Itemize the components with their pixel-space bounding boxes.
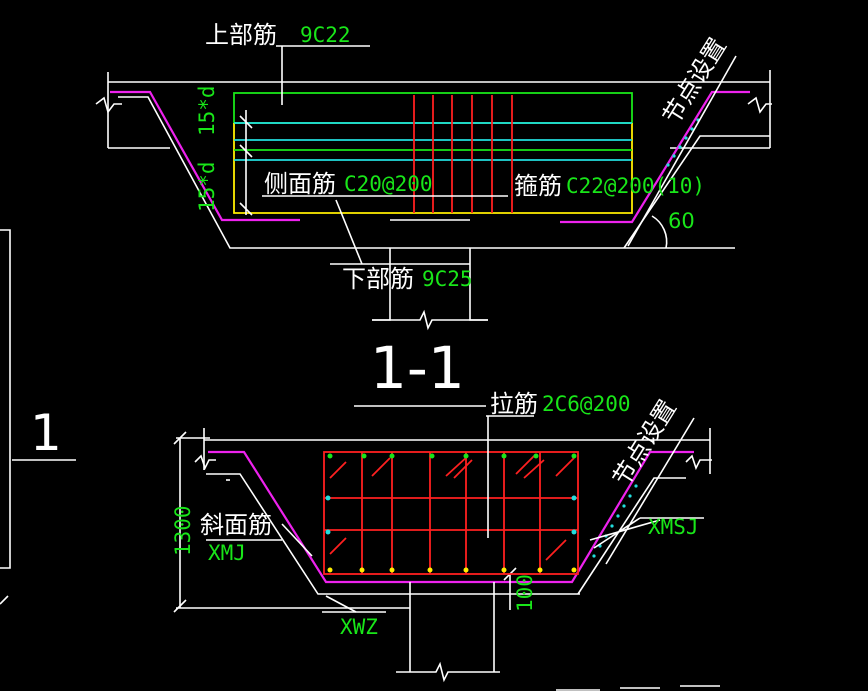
value-tie-bar: 2C6@200: [542, 392, 631, 416]
leader-xmsj-2: [589, 519, 661, 541]
column-right: [469, 248, 488, 321]
leader-xwz: [325, 595, 357, 613]
bar-dots-cyan: [325, 495, 577, 535]
angle-arc: [651, 215, 668, 249]
dim-tick-bottom: [173, 599, 187, 613]
stirrups-red: [413, 95, 513, 213]
column2-break: [396, 661, 500, 683]
bar-dots-yellow: [327, 567, 577, 573]
pit-outline-outer: [118, 96, 735, 249]
section-title: 1-1: [354, 334, 486, 407]
section-1-1-detail: 上部筋 9C22 侧面筋 C20@200 箍筋 C22@200(10) 下部筋 …: [95, 21, 772, 331]
value-incline-bar: XMJ: [208, 541, 246, 565]
label-bottom-bar: 下部筋: [342, 265, 414, 293]
cage-grid: [324, 452, 578, 574]
label-tie-bar: 拉筋: [490, 390, 538, 418]
node-dots-2: [592, 484, 638, 558]
section-2-detail: 拉筋 2C6@200 斜面筋 XMJ XWZ XMSJ 1300 100 节点设…: [171, 390, 712, 683]
label-top-bar: 上部筋: [205, 21, 277, 49]
leader-incline: [281, 523, 313, 557]
node-leader-line: [627, 55, 737, 247]
break-symbol-right: [747, 96, 772, 114]
pit-outline-2-left: [206, 473, 580, 595]
dim-15d-ticks: [239, 110, 253, 216]
section-title-text: 1-1: [370, 334, 465, 402]
inclined-bar-left: [110, 90, 300, 222]
break-symbol-left: [95, 96, 122, 114]
node-leader-line-2: [605, 417, 695, 565]
label-node-setting: 节点设置: [657, 33, 732, 129]
leader-bottom-bar: [335, 199, 363, 265]
beam-cage: [323, 451, 579, 575]
inclined-bar-2: [208, 450, 694, 584]
pit-outline-right: [623, 135, 770, 249]
angle-value: 60: [668, 209, 695, 233]
bar-dots-green: [327, 453, 577, 459]
label-xmsj: XMSJ: [648, 515, 699, 539]
label-stirrup: 箍筋: [514, 172, 562, 200]
label-xwz: XWZ: [340, 615, 378, 639]
label-incline-bar: 斜面筋: [200, 511, 272, 539]
left-tick: [0, 595, 9, 605]
dim-15d-upper: 15*d: [195, 85, 219, 136]
break-symbol-right-2: [685, 454, 712, 471]
bottom-partial-lines: [556, 685, 720, 691]
cage-hooks: [329, 455, 575, 561]
value-bottom-bar: 9C25: [422, 267, 473, 291]
left-frame: [0, 229, 11, 569]
left-partial-view: 1: [0, 229, 76, 605]
dim-1300: 1300: [171, 505, 195, 556]
label-side-bar: 侧面筋: [264, 170, 336, 198]
dim-15d-lower: 15*d: [195, 161, 219, 212]
inclined-bar-right: [560, 90, 750, 224]
break-symbol-left-2: [194, 454, 216, 471]
dim-100: 100: [513, 574, 537, 612]
value-stirrup: C22@200(10): [566, 174, 705, 198]
pit-outline-2-right: [577, 477, 686, 595]
left-view-number: 1: [30, 404, 62, 462]
column-break: [372, 309, 488, 331]
value-top-bar: 9C22: [300, 23, 351, 47]
value-side-bar: C20@200: [344, 172, 433, 196]
